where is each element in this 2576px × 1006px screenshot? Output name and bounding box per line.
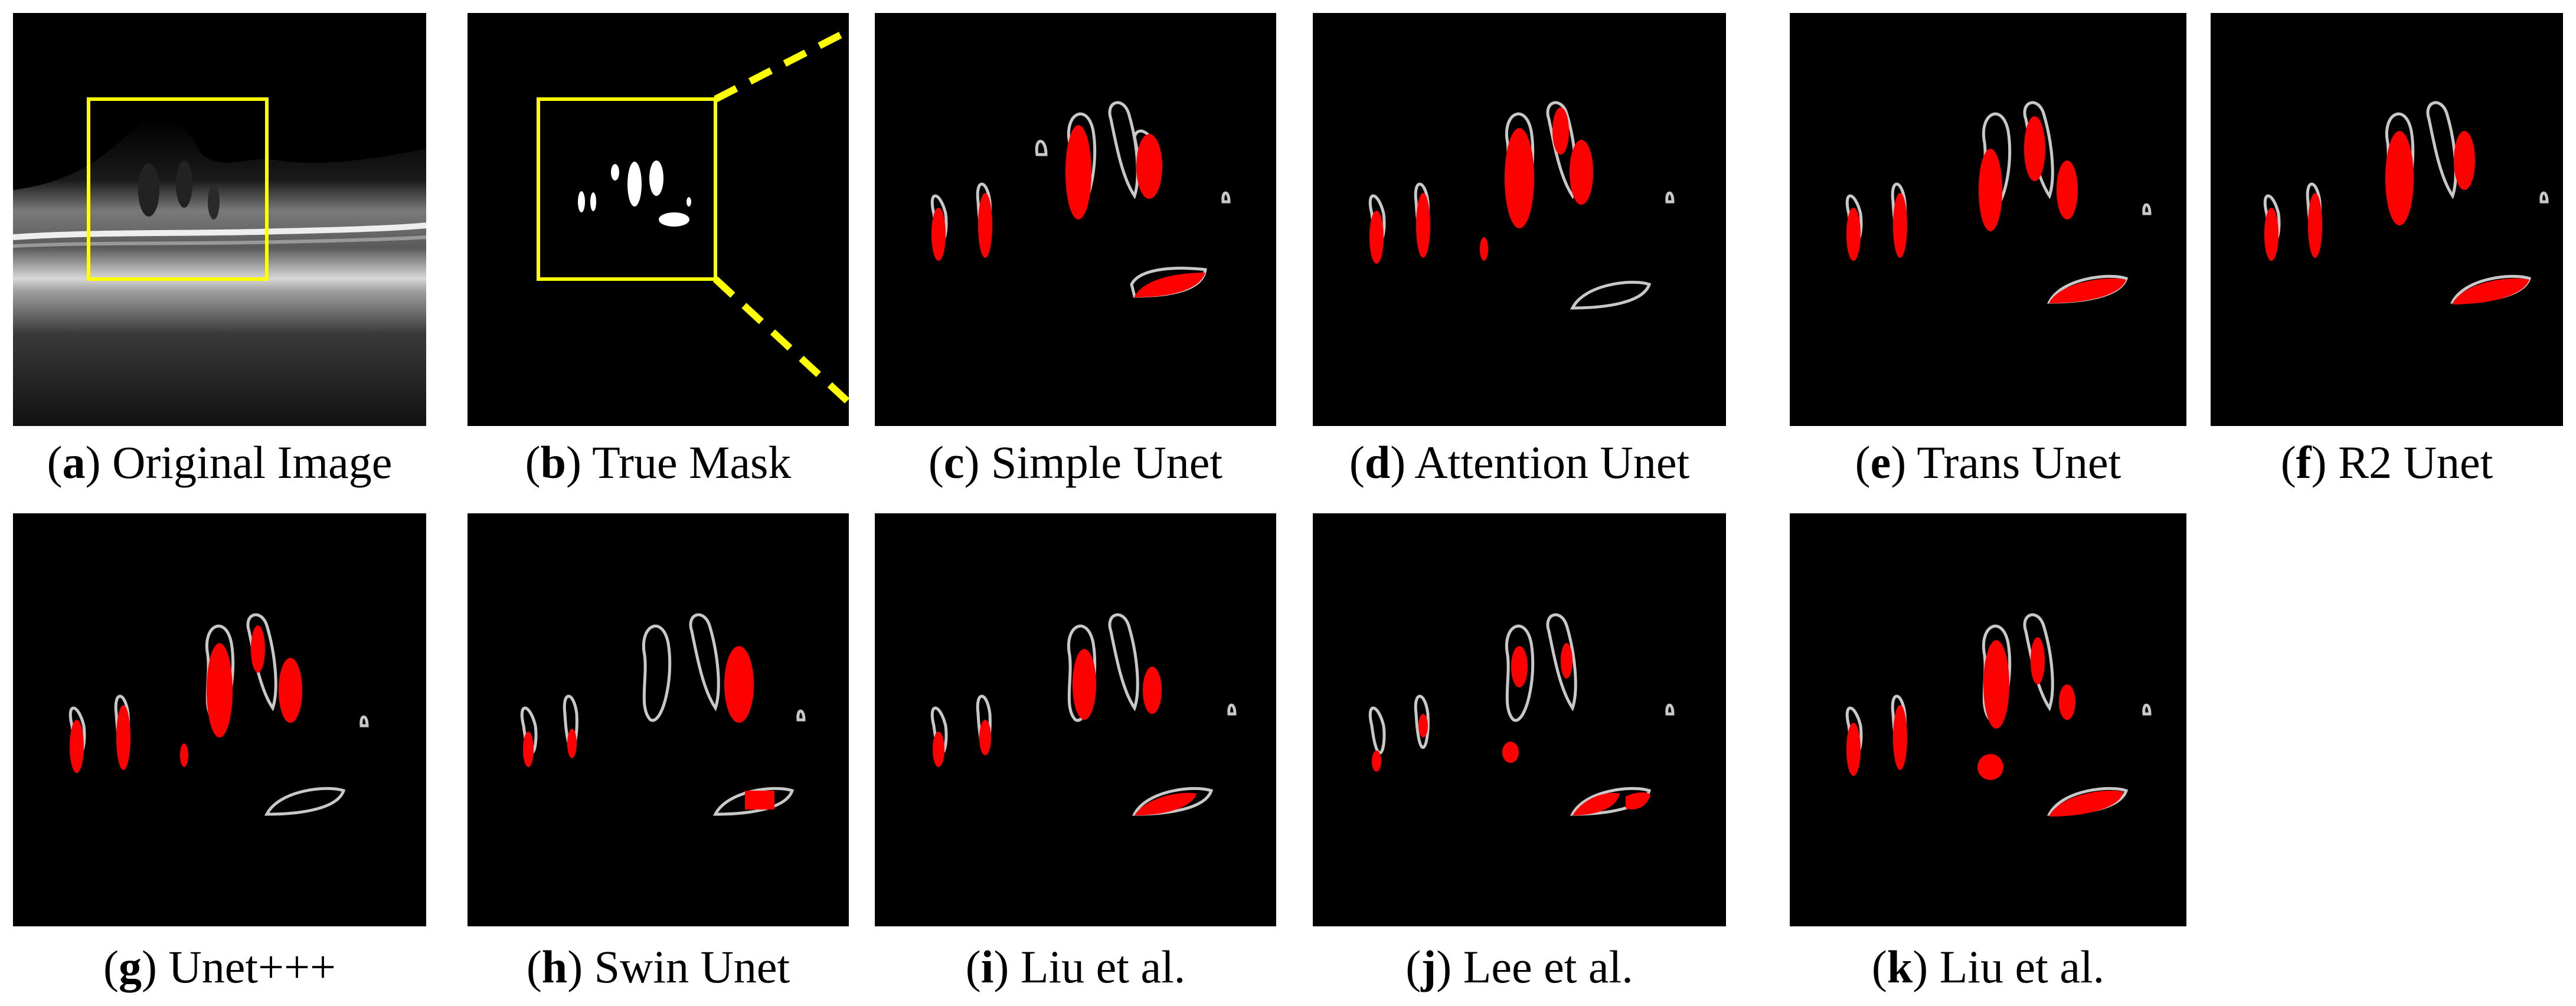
caption-j: (j) Lee et al. [1405, 941, 1633, 992]
panel-lee-et-al [1313, 513, 1726, 926]
segmentation-i [875, 513, 1276, 926]
highlight-box [87, 97, 269, 281]
zoom-box [537, 97, 717, 281]
segmentation-f [2211, 13, 2563, 426]
panel-attention-unet [1313, 13, 1726, 426]
segmentation-g [13, 513, 426, 926]
panel-liu-et-al-2 [1790, 513, 2186, 926]
segmentation-j [1313, 513, 1726, 926]
segmentation-d [1313, 13, 1726, 426]
true-mask-image [468, 13, 849, 426]
segmentation-h [468, 513, 849, 926]
caption-h: (h) Swin Unet [526, 941, 790, 992]
panel-r2-unet [2211, 13, 2563, 426]
caption-k: (k) Liu et al. [1871, 941, 2105, 992]
panel-original-image [13, 13, 426, 426]
segmentation-c [875, 13, 1276, 426]
caption-a: (a) Original Image [47, 437, 393, 488]
panel-liu-et-al-1 [875, 513, 1276, 926]
caption-d: (d) Attention Unet [1349, 437, 1690, 488]
caption-i: (i) Liu et al. [965, 941, 1186, 992]
caption-e: (e) Trans Unet [1855, 437, 2121, 488]
segmentation-k [1790, 513, 2186, 926]
segmentation-e [1790, 13, 2186, 426]
caption-f: (f) R2 Unet [2280, 437, 2493, 488]
caption-g: (g) Unet+++ [103, 941, 336, 992]
panel-true-mask [468, 13, 849, 426]
panel-simple-unet [875, 13, 1276, 426]
panel-swin-unet [468, 513, 849, 926]
oct-scan-image [13, 13, 426, 426]
panel-unet-plus [13, 513, 426, 926]
caption-c: (c) Simple Unet [928, 437, 1223, 488]
caption-b: (b) True Mask [525, 437, 792, 488]
panel-trans-unet [1790, 13, 2186, 426]
